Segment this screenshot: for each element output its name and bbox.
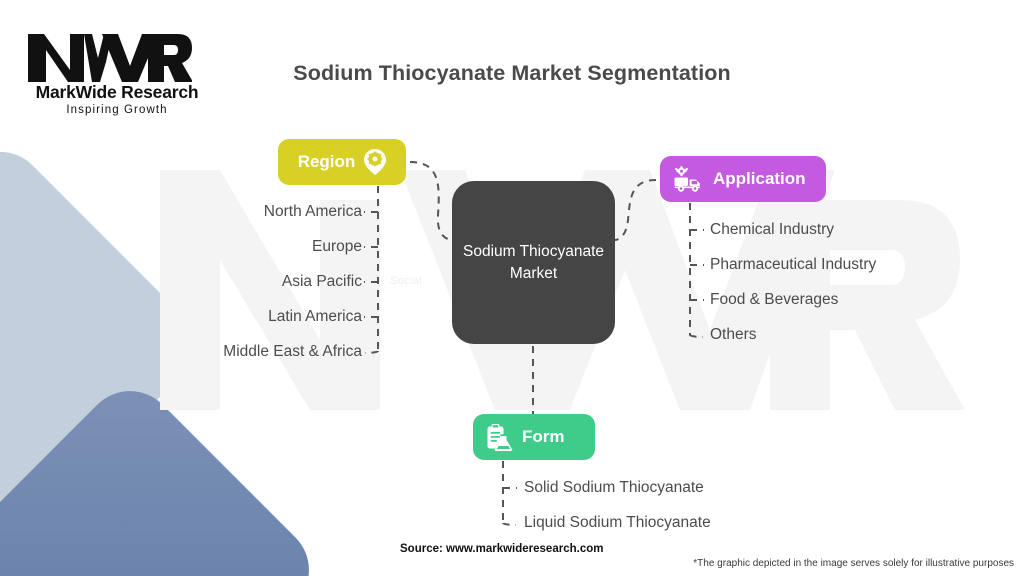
region-leaf-stub-5: [364, 350, 379, 354]
leaf-region-1: North America: [263, 203, 362, 220]
leaf-application-4: Others: [710, 326, 757, 343]
center-node: Sodium Thiocyanate Market: [452, 181, 615, 344]
source-text: Source: www.markwideresearch.com: [400, 543, 604, 555]
disclaimer-text: *The graphic depicted in the image serve…: [693, 558, 1014, 569]
leaf-application-3: Food & Beverages: [710, 291, 839, 308]
watermark-text: Social: [390, 275, 422, 287]
truck-gear-icon: [674, 166, 704, 192]
decorative-square-dark: [0, 372, 328, 576]
leaf-region-4: Latin America: [268, 308, 362, 325]
brand-name: MarkWide Research: [35, 82, 199, 102]
leaf-region-2: Europe: [312, 238, 362, 255]
brand-logo: MarkWide Research Inspiring Growth: [22, 28, 212, 118]
center-node-label: Sodium Thiocyanate Market: [462, 242, 605, 282]
map-pin-gear-icon: [364, 149, 387, 175]
page-title: Sodium Thiocyanate Market Segmentation: [293, 61, 731, 85]
connector-application-center: [614, 179, 657, 241]
branch-pill-form[interactable]: Form: [473, 414, 595, 460]
brand-tagline: Inspiring Growth: [66, 104, 168, 116]
leaf-form-2: Liquid Sodium Thiocyanate: [524, 514, 711, 531]
leaf-region-5: Middle East & Africa: [223, 343, 362, 360]
leaf-application-2: Pharmaceutical Industry: [710, 256, 877, 273]
branch-pill-region[interactable]: Region: [278, 139, 406, 185]
leaf-application-1: Chemical Industry: [710, 221, 835, 238]
leaf-region-3: Asia Pacific: [281, 273, 362, 290]
clipboard-flask-icon: [487, 423, 513, 451]
branch-label-form: Form: [522, 427, 565, 446]
connector-region-center: [409, 161, 453, 241]
application-leaf-stub-4: [689, 334, 704, 338]
branch-label-application: Application: [713, 169, 806, 188]
leaf-form-1: Solid Sodium Thiocyanate: [524, 479, 704, 496]
branch-pill-application[interactable]: Application: [660, 156, 826, 202]
mwr-logo-icon: [28, 34, 192, 82]
branch-label-region: Region: [297, 152, 356, 171]
form-leaf-stub-2: [502, 522, 517, 526]
